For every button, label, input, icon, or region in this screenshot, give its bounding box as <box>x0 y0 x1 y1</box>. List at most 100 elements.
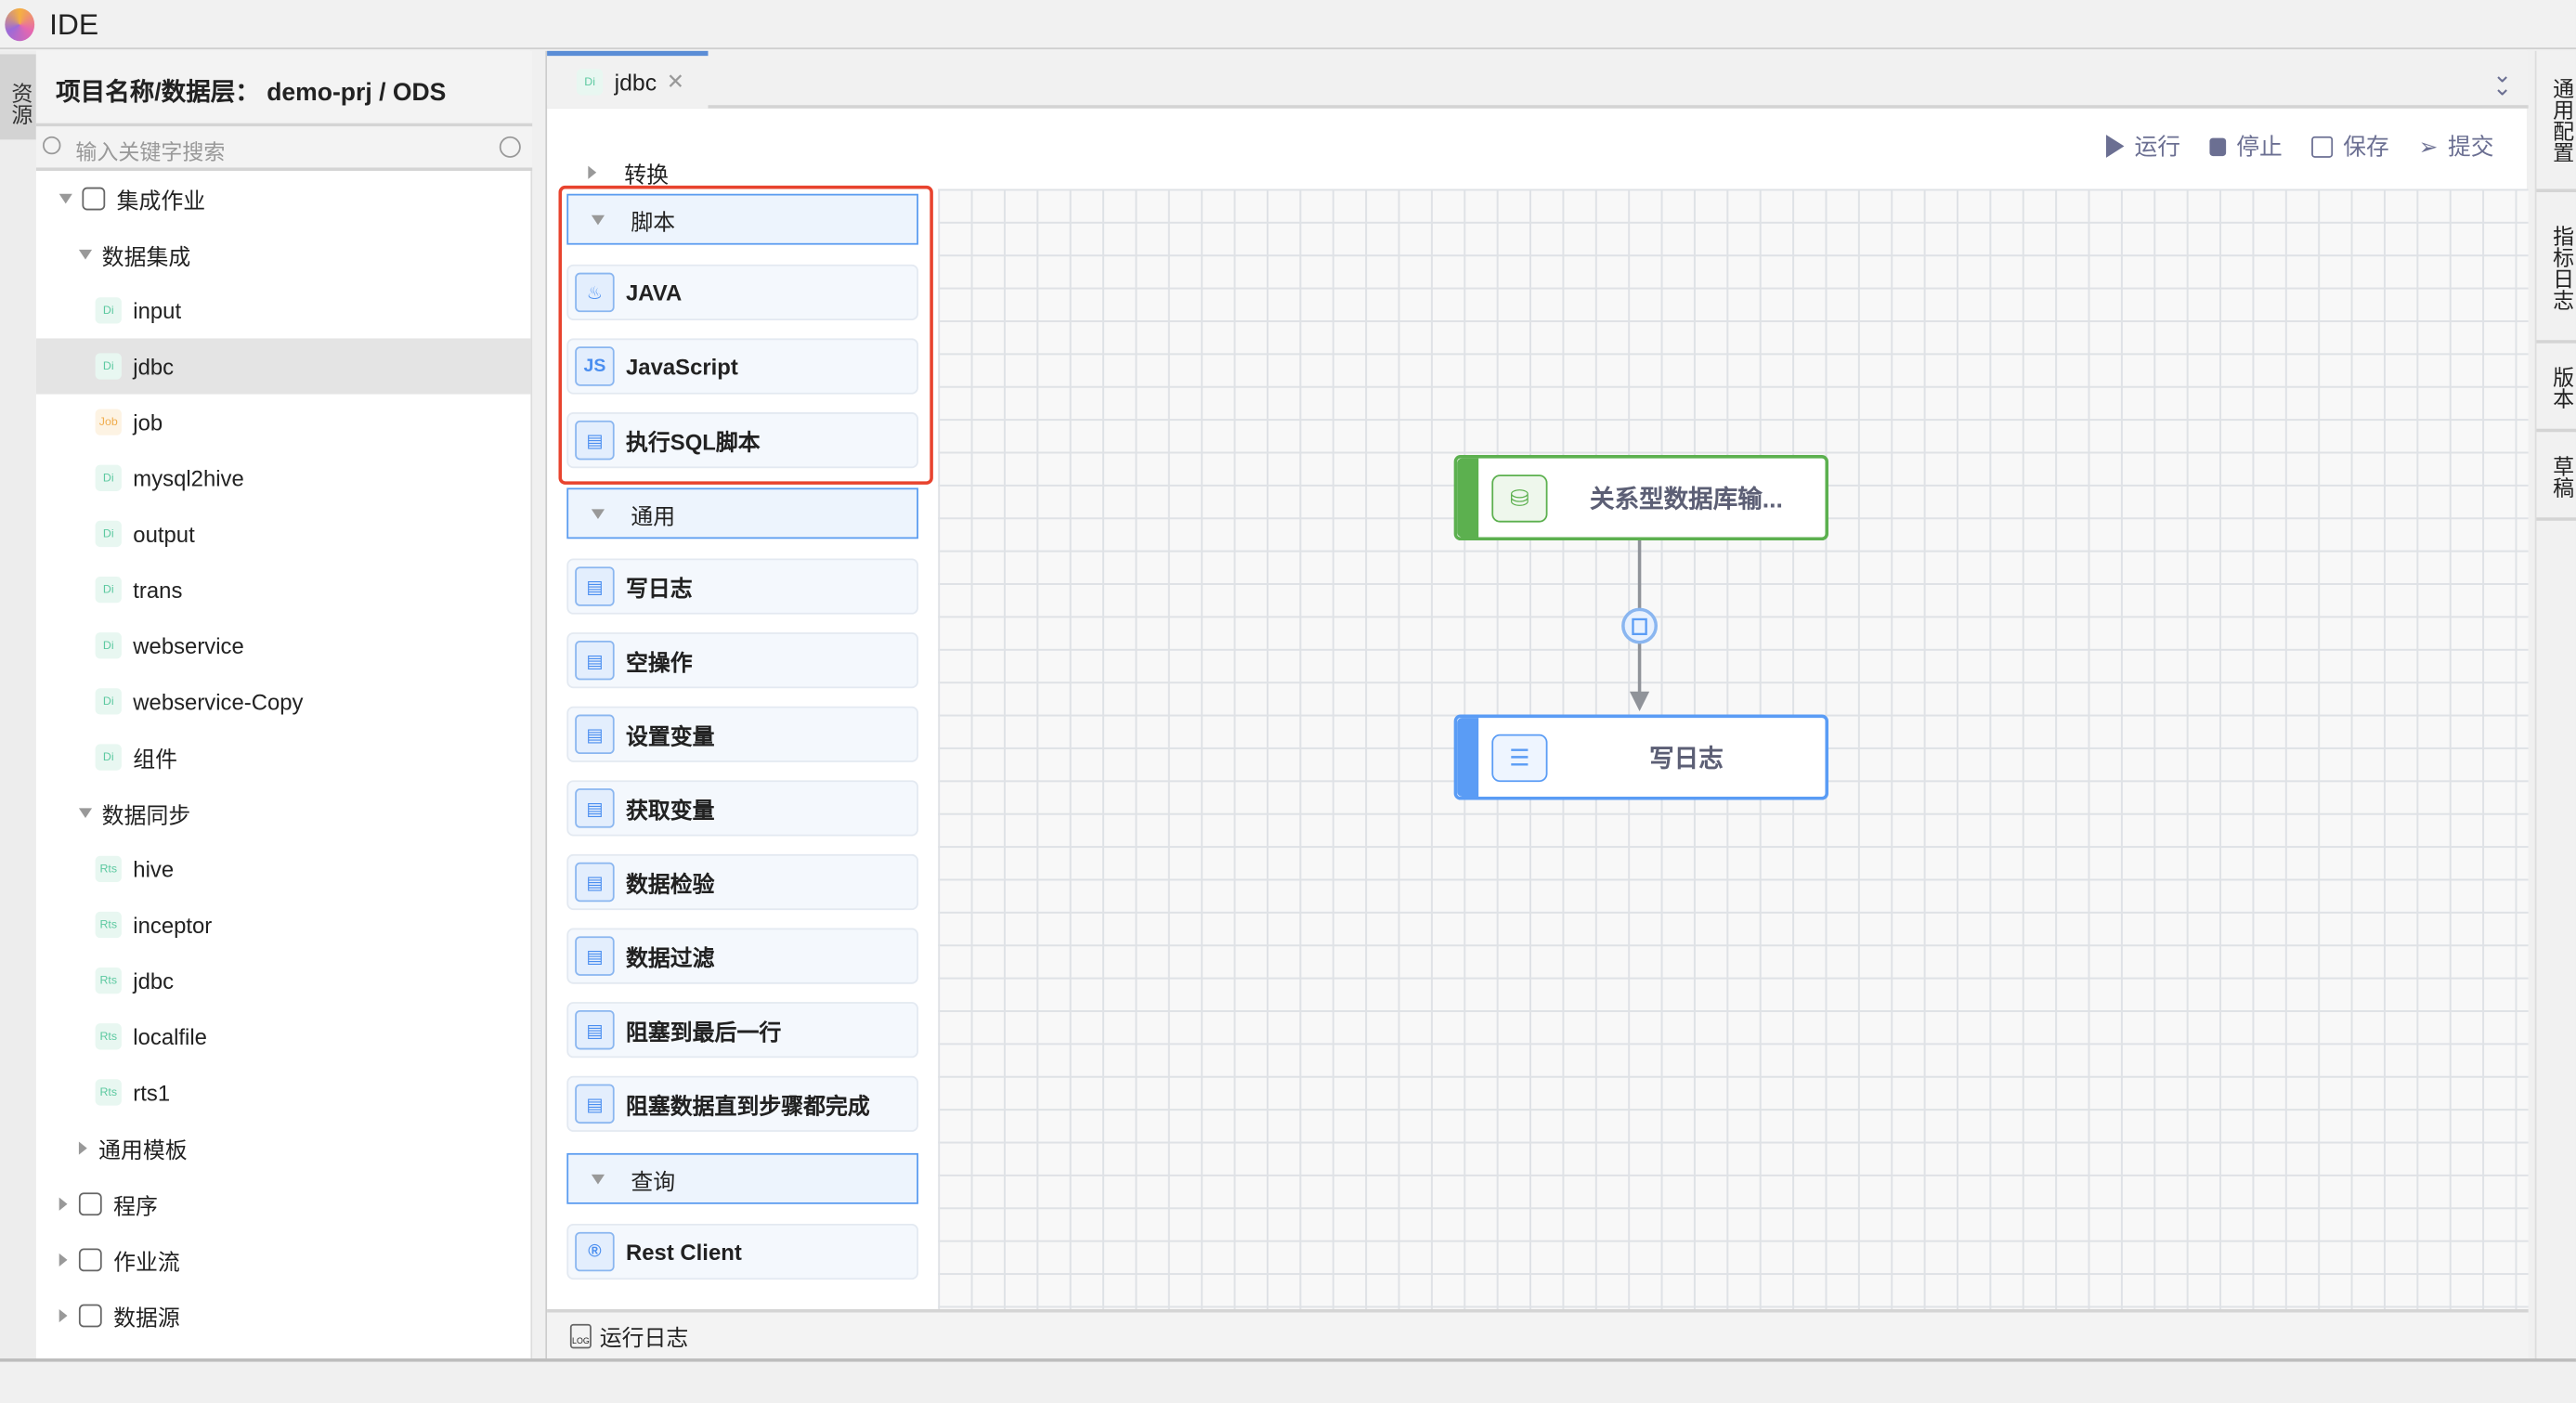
highlight-box <box>558 185 933 485</box>
node-write-log[interactable]: ☰ 写日志 <box>1453 714 1829 800</box>
filter-icon: ▤ <box>575 936 615 976</box>
palette-item[interactable]: ▤设置变量 <box>566 706 918 762</box>
search-placeholder: 输入关键字搜索 <box>75 139 226 164</box>
flow-canvas[interactable]: ⛁ 关系型数据库输... ☰ 写日志 <box>938 188 2529 1309</box>
save-button[interactable]: 保存 <box>2311 130 2389 162</box>
caret-down-icon <box>591 214 605 225</box>
tree-item[interactable]: 作业流 <box>36 1232 530 1288</box>
palette-item[interactable]: ▤获取变量 <box>566 780 918 837</box>
tree-item-label: webservice-Copy <box>133 689 304 714</box>
run-log-tab[interactable]: LOG 运行日志 <box>547 1308 2529 1359</box>
send-icon: ➢ <box>2418 132 2439 159</box>
palette-item[interactable]: ▤阻塞数据直到步骤都完成 <box>566 1075 918 1132</box>
palette-item-label: 执行SQL脚本 <box>626 430 761 456</box>
palette-item[interactable]: ♨JAVA <box>566 264 918 320</box>
group-transform[interactable]: 转换 <box>588 156 669 188</box>
app-logo <box>5 7 35 42</box>
copy-glyph <box>1632 617 1647 636</box>
tree-item[interactable]: 数据集成 <box>36 227 530 282</box>
badge-rts-icon: Rts <box>95 855 122 883</box>
palette-item[interactable]: ▤数据过滤 <box>566 928 918 984</box>
palette-item-label: 设置变量 <box>626 724 715 749</box>
tree-item-label: 数据同步 <box>101 803 191 828</box>
close-icon[interactable]: ✕ <box>666 69 684 94</box>
tab-draft[interactable]: 草稿 <box>2536 435 2576 521</box>
tree-item-label: jdbc <box>133 968 175 994</box>
caret-right-icon[interactable] <box>59 1197 68 1211</box>
run-button[interactable]: 运行 <box>2106 130 2180 162</box>
caret-down-icon[interactable] <box>59 193 72 204</box>
palette-item[interactable]: ▤写日志 <box>566 558 918 615</box>
tab-jdbc[interactable]: Di jdbc ✕ <box>547 50 709 109</box>
tab-resources[interactable]: 资源 <box>0 54 36 140</box>
caret-down-icon[interactable] <box>78 808 93 819</box>
di-badge-icon: Di <box>576 69 604 96</box>
caret-right-icon <box>588 165 597 179</box>
tree-item[interactable]: 通用模板 <box>36 1121 530 1176</box>
tree-item[interactable]: 集成作业 <box>36 171 530 227</box>
group-label: 转换 <box>624 162 670 188</box>
caret-right-icon[interactable] <box>59 1253 68 1267</box>
node-db-input[interactable]: ⛁ 关系型数据库输... <box>1453 455 1829 541</box>
palette-item[interactable]: ▤空操作 <box>566 632 918 689</box>
palette-item-label: JAVA <box>626 279 683 305</box>
run-label: 运行 <box>2134 133 2181 160</box>
tree-item[interactable]: 数据同步 <box>36 786 530 841</box>
palette-item[interactable]: ▤阻塞到最后一行 <box>566 1002 918 1059</box>
sql-icon: ▤ <box>575 420 615 461</box>
badge-di-icon: Di <box>95 520 122 548</box>
badge-di-icon: Di <box>95 353 122 380</box>
tree-item-label: 作业流 <box>113 1250 180 1275</box>
search-input[interactable]: 输入关键字搜索 <box>35 126 533 171</box>
locate-icon[interactable] <box>499 136 521 158</box>
tree-item-label: localfile <box>133 1024 207 1049</box>
arrow-head-icon <box>1629 691 1650 712</box>
group-label: 通用 <box>631 503 676 528</box>
tree-item-label: 集成作业 <box>116 188 206 214</box>
palette-group[interactable]: 通用 <box>566 487 918 539</box>
tree-item-label: input <box>133 298 182 323</box>
tree-item[interactable]: 程序 <box>36 1176 530 1232</box>
badge-di-icon: Di <box>95 688 122 715</box>
submit-label: 提交 <box>2447 133 2494 160</box>
submit-button[interactable]: ➢ 提交 <box>2419 130 2494 162</box>
tree-item-label: trans <box>133 577 183 603</box>
tab-metric-log[interactable]: 指标日志 <box>2536 196 2576 344</box>
tree-item[interactable]: 数据源 <box>36 1288 530 1344</box>
save-label: 保存 <box>2343 133 2389 160</box>
tree-item[interactable]: Rts inceptor <box>36 897 530 953</box>
stop-button[interactable]: 停止 <box>2209 130 2283 162</box>
palette-item[interactable]: ▤数据检验 <box>566 853 918 911</box>
caret-right-icon[interactable] <box>59 1308 68 1323</box>
palette-item[interactable]: ▤ 执行SQL脚本 <box>566 412 918 469</box>
palette-group[interactable]: 查询 <box>566 1152 918 1204</box>
copy-data-icon[interactable] <box>1621 607 1659 644</box>
resource-panel: 项目名称/数据层： demo-prj / ODS 输入关键字搜索 集成作业数据集… <box>35 50 533 1359</box>
caret-right-icon[interactable] <box>78 1141 87 1155</box>
tab-general-config[interactable]: 通用配置 <box>2536 51 2576 192</box>
tree-item-label: 数据源 <box>113 1306 180 1331</box>
tree-item-label: inceptor <box>133 912 213 938</box>
toolbar: 运行 停止 保存 ➢ 提交 <box>2106 130 2493 162</box>
caret-down-icon <box>591 1174 605 1184</box>
tab-version[interactable]: 版本 <box>2536 346 2576 433</box>
double-chevron-down-icon[interactable]: ⌄⌄ <box>2492 60 2512 100</box>
badge-rts-icon: Rts <box>95 911 122 939</box>
palette-item[interactable]: ®Rest Client <box>566 1223 918 1280</box>
palette-group[interactable]: 脚本 <box>566 193 918 245</box>
caret-down-icon[interactable] <box>78 249 93 260</box>
tree-item[interactable]: Di webservice-Copy <box>36 673 530 729</box>
